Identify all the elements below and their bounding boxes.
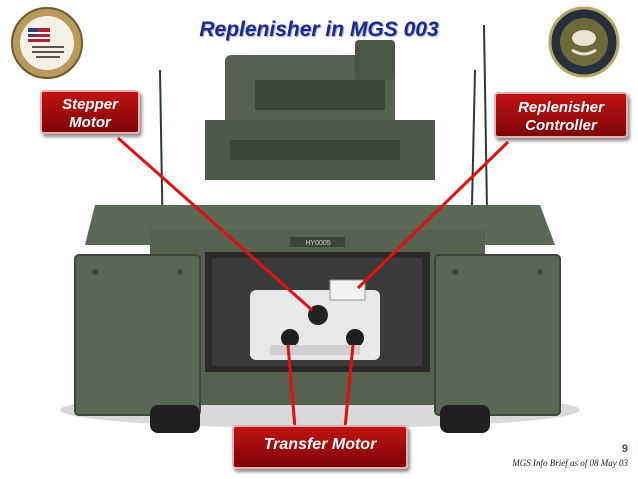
brief-label: MGS Info Brief as of 08 May 03 bbox=[512, 458, 628, 468]
bumper-number: HY0005 bbox=[305, 240, 330, 247]
callout-controller-line2: Controller bbox=[525, 117, 597, 134]
callout-controller-line1: Replenisher bbox=[518, 99, 604, 116]
tire-right bbox=[440, 405, 490, 433]
arrow-transfer-right bbox=[343, 344, 355, 429]
arrow-stepper bbox=[117, 136, 313, 312]
transfer-motor-left bbox=[281, 329, 299, 347]
tire-left bbox=[150, 405, 200, 433]
callout-transfer-motor: Transfer Motor bbox=[232, 425, 408, 469]
rear-door-left bbox=[74, 254, 201, 416]
replenisher-base bbox=[270, 345, 360, 355]
antenna-right-outer bbox=[483, 24, 488, 211]
arrow-controller bbox=[356, 140, 510, 290]
rear-door-right bbox=[434, 254, 561, 416]
callout-stepper-motor: Stepper Motor bbox=[40, 90, 140, 134]
turret-cupola bbox=[355, 40, 395, 80]
callout-stepper-line2: Motor bbox=[69, 114, 111, 131]
callout-replenisher-controller: Replenisher Controller bbox=[494, 92, 628, 138]
program-executive-office-seal-icon bbox=[11, 7, 83, 79]
page-number: 9 bbox=[621, 443, 628, 455]
stepper-motor bbox=[308, 305, 328, 325]
project-manager-brigade-combat-team-seal-icon bbox=[548, 6, 620, 78]
slide-title: Replenisher in MGS 003 bbox=[199, 18, 439, 41]
replenisher-controller-box bbox=[329, 279, 366, 301]
turret-panel bbox=[230, 140, 400, 160]
turret-sight bbox=[255, 80, 385, 110]
arrow-transfer-left bbox=[286, 344, 297, 429]
callout-stepper-line1: Stepper bbox=[62, 96, 118, 113]
transfer-motor-right bbox=[346, 329, 364, 347]
bumper-plate bbox=[290, 237, 345, 247]
